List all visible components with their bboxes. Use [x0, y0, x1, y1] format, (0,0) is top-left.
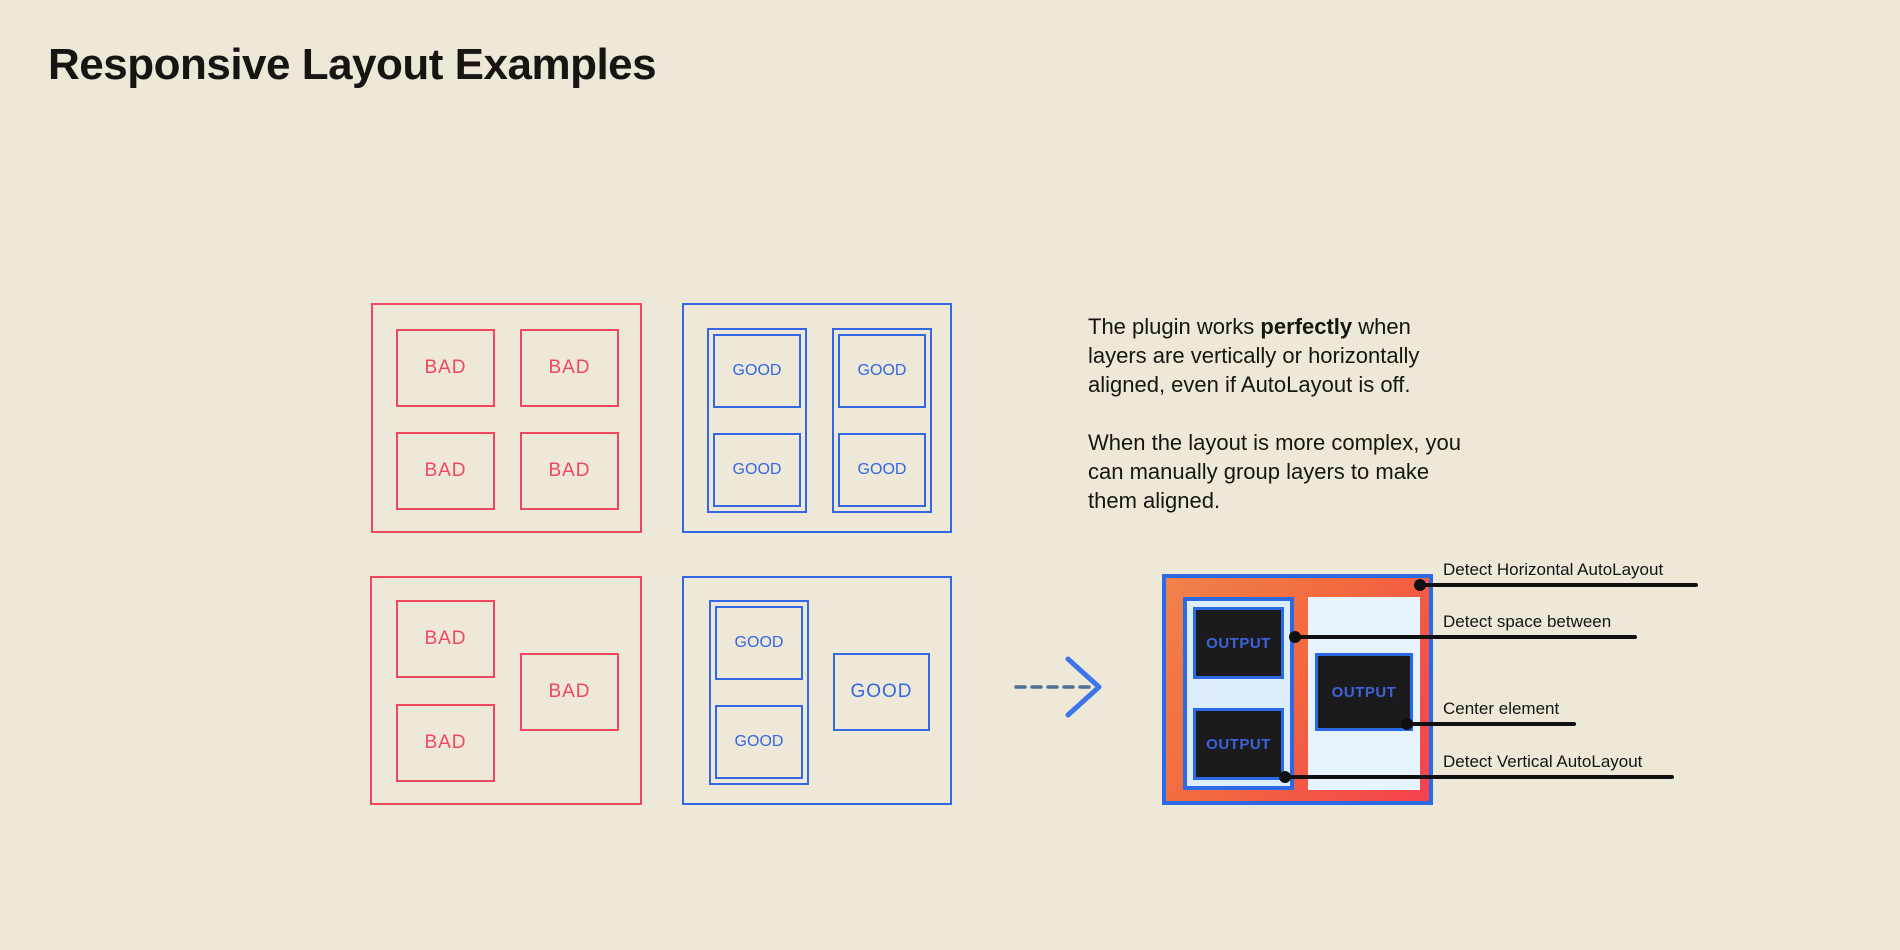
good-box: GOOD [838, 334, 926, 408]
description-text: The plugin works perfectly when layers a… [1088, 312, 1568, 515]
description-text-part: The plugin works [1088, 314, 1261, 339]
annotation-dot [1414, 579, 1426, 591]
description-bold-word: perfectly [1260, 314, 1353, 339]
bad-box: BAD [396, 704, 495, 782]
good-box: GOOD [713, 334, 801, 408]
good-group-left: GOOD GOOD [707, 328, 807, 513]
good-box-label: GOOD [857, 461, 907, 478]
description-paragraph-2: When the layout is more complex, you can… [1088, 430, 1461, 513]
output-box-label: OUTPUT [1206, 634, 1271, 652]
bad-box: BAD [520, 432, 619, 510]
bad-layout-example-complex: BAD BAD BAD [370, 576, 642, 805]
bad-box: BAD [396, 432, 495, 510]
bad-box-label: BAD [548, 681, 591, 702]
good-box-label: GOOD [734, 733, 784, 750]
annotation-line [1418, 583, 1698, 587]
bad-box-label: BAD [424, 628, 467, 649]
good-box: GOOD [715, 606, 803, 680]
bad-layout-example-aligned: BAD BAD BAD BAD [371, 303, 642, 533]
good-box-label: GOOD [734, 634, 784, 651]
output-box-label: OUTPUT [1206, 735, 1271, 753]
annotation-dot [1401, 718, 1413, 730]
page-title: Responsive Layout Examples [48, 40, 657, 89]
good-group-right: GOOD GOOD [832, 328, 932, 513]
annotation-line [1294, 635, 1637, 639]
annotation-label-vertical-autolayout: Detect Vertical AutoLayout [1443, 752, 1643, 771]
good-box: GOOD [715, 705, 803, 779]
good-box-label: GOOD [850, 681, 913, 702]
bad-box-label: BAD [548, 357, 591, 378]
good-box: GOOD [833, 653, 930, 731]
output-center-panel: OUTPUT [1308, 597, 1420, 790]
bad-box-label: BAD [424, 357, 467, 378]
annotation-label-center-element: Center element [1443, 699, 1560, 718]
description-paragraph-1: The plugin works perfectly when layers a… [1088, 312, 1568, 399]
output-box-centered: OUTPUT [1315, 653, 1413, 731]
output-vertical-group: OUTPUT OUTPUT [1183, 597, 1294, 790]
good-layout-example-complex: GOOD GOOD GOOD [682, 576, 952, 805]
good-box-label: GOOD [732, 461, 782, 478]
bad-box: BAD [396, 600, 495, 678]
annotation-label-horizontal-autolayout: Detect Horizontal AutoLayout [1443, 560, 1664, 579]
annotation-label-space-between: Detect space between [1443, 612, 1612, 631]
good-group-left: GOOD GOOD [709, 600, 809, 785]
bad-box-label: BAD [548, 460, 591, 481]
annotation-line [1284, 775, 1674, 779]
good-layout-example-aligned: GOOD GOOD GOOD GOOD [682, 303, 952, 533]
bad-box-label: BAD [424, 460, 467, 481]
bad-box-label: BAD [424, 732, 467, 753]
description-text-part: when layers are vertically or horizontal… [1088, 314, 1420, 397]
output-box-label: OUTPUT [1331, 683, 1397, 701]
good-box: GOOD [838, 433, 926, 507]
annotation-dot [1279, 771, 1291, 783]
output-box: OUTPUT [1193, 607, 1284, 679]
annotation-line [1406, 722, 1576, 726]
output-autolayout-frame: OUTPUT OUTPUT OUTPUT [1162, 574, 1433, 805]
good-box-label: GOOD [857, 362, 907, 379]
good-box-label: GOOD [732, 362, 782, 379]
good-box: GOOD [713, 433, 801, 507]
annotation-dot [1289, 631, 1301, 643]
transform-arrow-icon [1014, 656, 1102, 718]
output-box: OUTPUT [1193, 708, 1284, 780]
bad-box: BAD [520, 329, 619, 407]
bad-box: BAD [396, 329, 495, 407]
bad-box: BAD [520, 653, 619, 731]
